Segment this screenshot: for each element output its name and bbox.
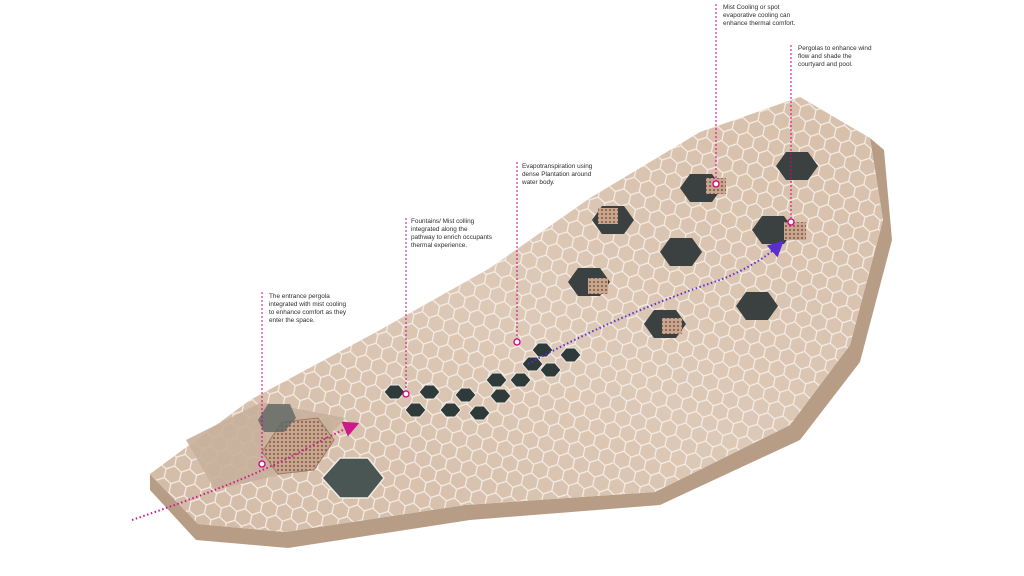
entrance-pool [320,457,385,499]
annotation-entrance-pergola: The entrance pergola integrated with mis… [269,293,347,324]
leader-lines [261,4,792,462]
annotation-fountains-mist: Fountains/ Mist colling integrated along… [411,218,492,249]
annotation-evapotranspiration: Evapotranspiration using dense Plantatio… [522,163,593,186]
leader-dots [258,180,795,468]
annotation-pergolas: Pergolas to enhance wind flow and shade … [798,45,872,68]
central-pool [383,342,582,421]
entrance-path-arrow [131,421,360,521]
main-path-arrow [527,240,784,365]
entrance-opening [258,404,296,432]
annotation-mist-cooling: Mist Cooling or spot evaporative cooling… [723,4,796,27]
pergola-voids [568,152,818,338]
